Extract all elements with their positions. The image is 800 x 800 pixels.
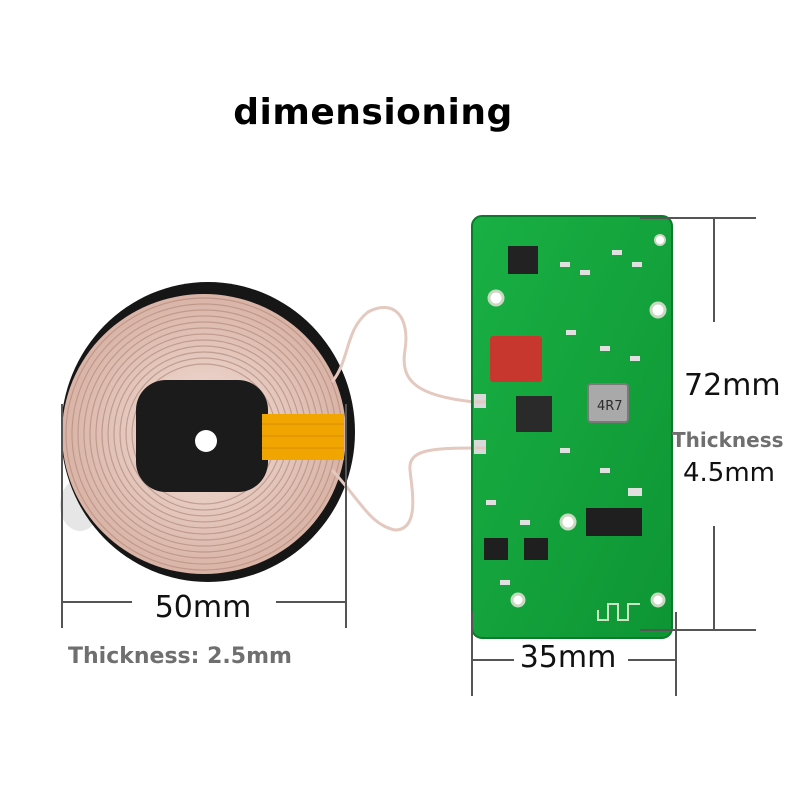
coil-width-label: 50mm [154, 590, 252, 625]
pcb-mounting-hole [510, 592, 526, 608]
coil-lead-wire-bottom [330, 446, 476, 532]
pcb-mounting-hole [487, 289, 505, 307]
board-width-label: 35mm [519, 640, 617, 675]
coil-thickness-label: Thickness: 2.5mm [68, 644, 292, 669]
pcb-ic-mosfet [524, 538, 548, 560]
coil-center-hole [195, 430, 217, 452]
pcb-red-capacitor [490, 336, 542, 382]
pcb-mounting-hole [650, 592, 666, 608]
board-thickness-label: Thickness [672, 428, 784, 452]
coil-lead-wire-top [330, 306, 476, 404]
pcb-antenna-trace [597, 603, 640, 621]
pcb-ic-driver [586, 508, 642, 536]
pcb-ic-mosfet [484, 538, 508, 560]
pcb-passive-components [486, 250, 642, 585]
coil-kapton-tape [262, 414, 344, 460]
pcb-mounting-hole [649, 301, 667, 319]
pcb-ic-top [508, 246, 538, 274]
page-title: dimensioning [233, 92, 513, 133]
pcb-inductor [587, 383, 629, 423]
pcb-mounting-hole [559, 513, 577, 531]
pcb-inductor-marking: 4R7 [597, 399, 623, 414]
receiver-pcb: 4R7 [471, 215, 673, 639]
pcb-ic-controller [516, 396, 552, 432]
charging-coil [60, 282, 476, 582]
board-height-label: 72mm [684, 368, 781, 403]
dimension-lines [61, 217, 756, 696]
pcb-mounting-hole [654, 234, 666, 246]
board-thickness-value: 4.5mm [683, 458, 776, 488]
pcb-board [471, 215, 673, 639]
